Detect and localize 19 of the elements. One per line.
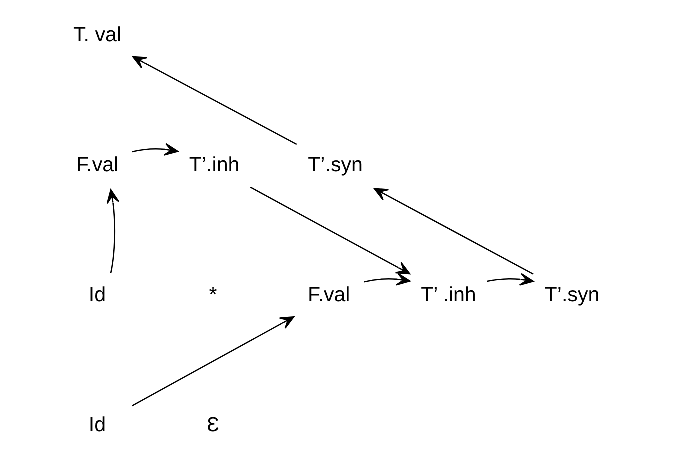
arrow	[132, 316, 295, 407]
arrow	[106, 189, 120, 274]
label: Ɛ	[207, 413, 220, 436]
node-text: T. val	[74, 23, 122, 46]
node-text: T’.syn	[544, 283, 600, 306]
label: *	[209, 283, 218, 306]
arrow	[364, 273, 411, 286]
arrow	[487, 273, 534, 286]
node-text: T’.inh	[189, 153, 240, 176]
arrow	[132, 56, 298, 146]
node-text: F.val	[308, 283, 350, 306]
arrow	[250, 186, 411, 275]
arrow	[374, 188, 534, 275]
arrow	[132, 143, 179, 156]
node-text: Id	[88, 413, 106, 436]
node-text: Id	[88, 283, 106, 306]
node-text: F.val	[76, 153, 119, 176]
node-text: T’ .inh	[421, 283, 476, 306]
node-text: T’.syn	[308, 153, 363, 176]
